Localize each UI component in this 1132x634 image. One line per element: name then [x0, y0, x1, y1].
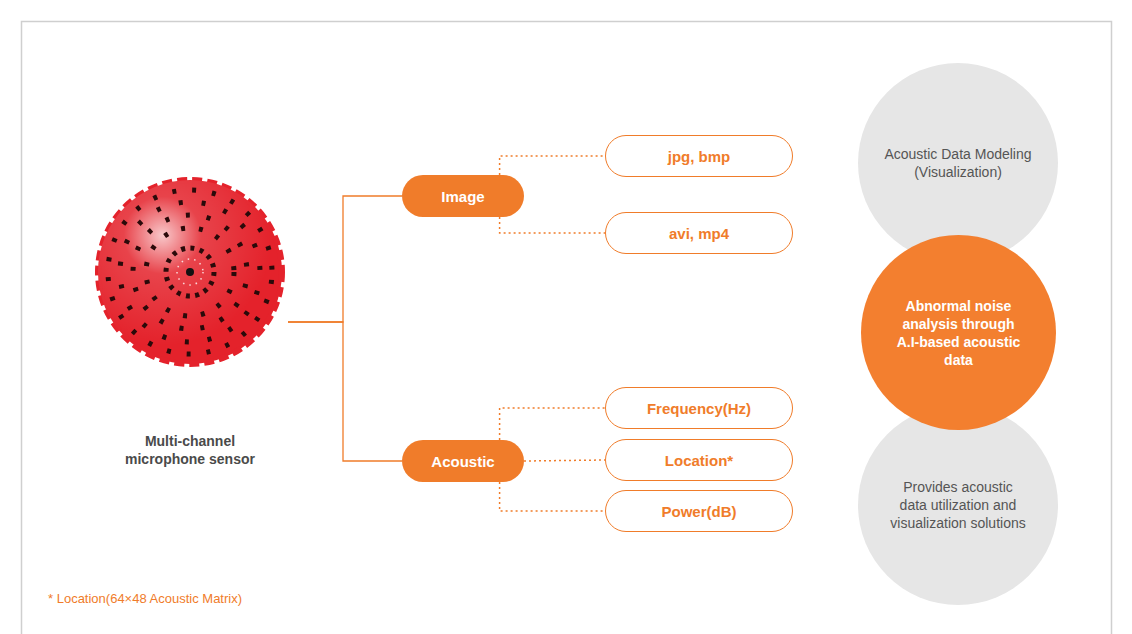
connector: [524, 460, 605, 461]
circle-fill: [858, 405, 1058, 605]
category-pill: Acoustic: [402, 440, 524, 482]
connector: [288, 322, 402, 461]
circle-shape: [861, 235, 1056, 430]
connector: [500, 408, 605, 440]
data-pill: Location*: [605, 439, 793, 481]
feature-circle: Acoustic Data Modeling (Visualization): [858, 63, 1058, 263]
format-pill: jpg, bmp: [605, 135, 793, 177]
node-text: Acoustic: [431, 453, 494, 470]
connector: [288, 196, 402, 322]
connector: [500, 156, 605, 175]
footnote: * Location(64×48 Acoustic Matrix): [48, 591, 242, 606]
node-text: Multi-channel microphone sensor: [115, 432, 265, 468]
circle-shape: [858, 63, 1058, 263]
node-text: Power(dB): [662, 503, 737, 520]
node-text: Provides acoustic data utilization and v…: [890, 478, 1026, 532]
node-text: Image: [441, 188, 484, 205]
node-text: Acoustic Data Modeling (Visualization): [872, 145, 1044, 181]
connector: [500, 482, 605, 511]
panel-border: [22, 22, 1112, 634]
format-pill: avi, mp4: [605, 212, 793, 254]
feature-circle: Abnormal noise analysis through A.I-base…: [861, 235, 1056, 430]
node-text: avi, mp4: [669, 225, 729, 242]
node-text: Frequency(Hz): [647, 400, 751, 417]
data-pill: Power(dB): [605, 490, 793, 532]
feature-circle: Provides acoustic data utilization and v…: [858, 405, 1058, 605]
node-text: Abnormal noise analysis through A.I-base…: [891, 297, 1027, 369]
circle-fill: [858, 63, 1058, 263]
data-pill: Frequency(Hz): [605, 387, 793, 429]
connector: [500, 217, 605, 233]
microphone-board: [98, 180, 282, 364]
sensor-node: Multi-channel microphone sensor: [92, 176, 288, 468]
circle-fill: [861, 235, 1056, 430]
node-text: jpg, bmp: [668, 148, 731, 165]
category-pill: Image: [402, 175, 524, 217]
node-text: Location*: [665, 452, 733, 469]
